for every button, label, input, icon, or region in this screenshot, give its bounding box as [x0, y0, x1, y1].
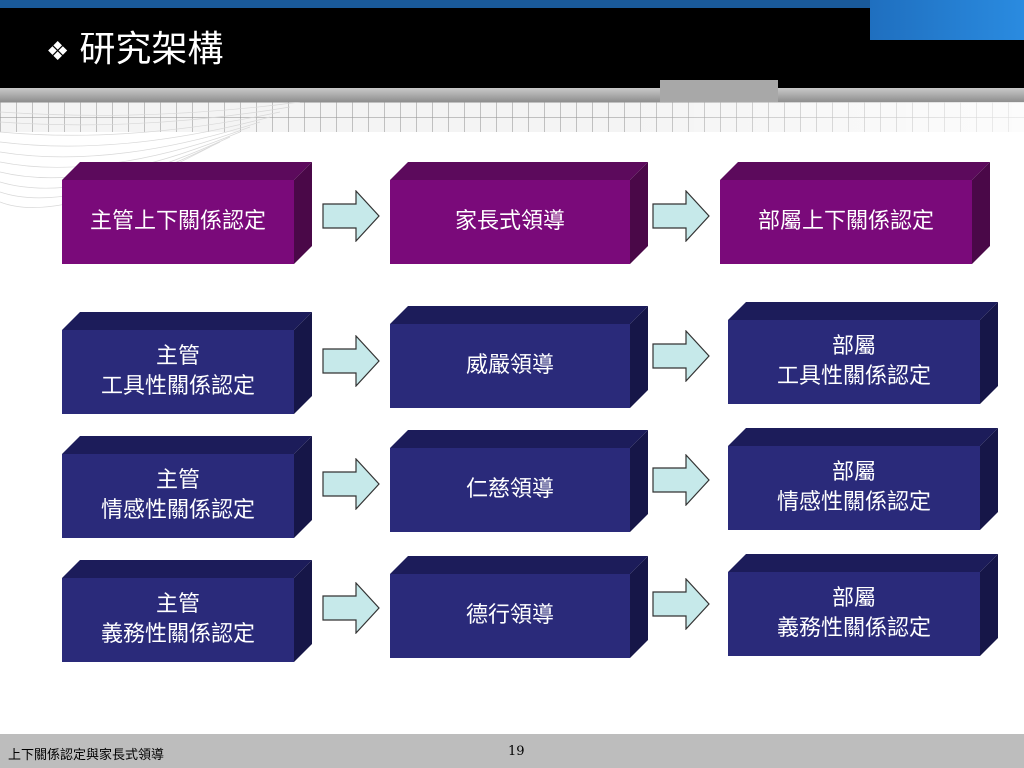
- slide-title-text: 研究架構: [79, 29, 224, 70]
- box-label-line: 部屬上下關係認定: [757, 209, 934, 234]
- box-label-line: 主管: [155, 344, 200, 369]
- box-label-line: 情感性關係認定: [776, 490, 931, 515]
- box-overall-subordinate: 部屬上下關係認定: [720, 162, 990, 264]
- arrow-right-icon: [322, 458, 380, 510]
- box-label-line: 情感性關係認定: [100, 498, 255, 523]
- diamond-bullet-icon: ❖: [46, 37, 70, 67]
- box-label-line: 家長式領導: [454, 209, 565, 234]
- footer-text: 上下關係認定與家長式領導: [8, 748, 165, 763]
- box-obligatory-subordinate: 部屬義務性關係認定: [728, 554, 998, 656]
- header-gray-strip: [0, 88, 1024, 102]
- title-bar-right: [870, 40, 1024, 88]
- box-affective-leadership: 仁慈領導: [390, 430, 648, 532]
- box-label: 部屬工具性關係認定: [728, 320, 980, 404]
- box-instrumental-leadership: 威嚴領導: [390, 306, 648, 408]
- box-instrumental-supervisor: 主管工具性關係認定: [62, 312, 312, 414]
- box-label: 威嚴領導: [390, 324, 630, 408]
- arrow-right-icon: [322, 190, 380, 242]
- box-label-line: 主管上下關係認定: [89, 209, 266, 234]
- box-label: 仁慈領導: [390, 448, 630, 532]
- box-label: 主管工具性關係認定: [62, 330, 294, 414]
- box-label: 主管義務性關係認定: [62, 578, 294, 662]
- box-label: 主管上下關係認定: [62, 180, 294, 264]
- box-label-line: 德行領導: [465, 603, 554, 628]
- box-label-line: 義務性關係認定: [776, 616, 931, 641]
- header-blue-accent: [870, 0, 1024, 40]
- box-label-line: 主管: [155, 468, 200, 493]
- box-label: 部屬情感性關係認定: [728, 446, 980, 530]
- page-number: 19: [508, 744, 525, 759]
- box-label: 部屬上下關係認定: [720, 180, 972, 264]
- title-bar-step: [700, 22, 870, 88]
- box-label-line: 主管: [155, 592, 200, 617]
- box-obligatory-supervisor: 主管義務性關係認定: [62, 560, 312, 662]
- box-instrumental-subordinate: 部屬工具性關係認定: [728, 302, 998, 404]
- arrow-right-icon: [652, 190, 710, 242]
- box-label: 德行領導: [390, 574, 630, 658]
- box-label-line: 仁慈領導: [465, 477, 554, 502]
- box-affective-subordinate: 部屬情感性關係認定: [728, 428, 998, 530]
- box-obligatory-leadership: 德行領導: [390, 556, 648, 658]
- arrow-right-icon: [652, 578, 710, 630]
- slide-title: ❖ 研究架構: [46, 24, 223, 78]
- arrow-right-icon: [652, 330, 710, 382]
- arrow-right-icon: [322, 582, 380, 634]
- box-label: 部屬義務性關係認定: [728, 572, 980, 656]
- box-overall-leadership: 家長式領導: [390, 162, 648, 264]
- box-label: 家長式領導: [390, 180, 630, 264]
- arrow-right-icon: [322, 335, 380, 387]
- box-label-line: 威嚴領導: [465, 353, 554, 378]
- footer-bar: [0, 734, 1024, 768]
- arrow-right-icon: [652, 454, 710, 506]
- box-label-line: 部屬: [831, 460, 876, 485]
- box-overall-supervisor: 主管上下關係認定: [62, 162, 312, 264]
- header-gray-block: [660, 80, 778, 102]
- box-affective-supervisor: 主管情感性關係認定: [62, 436, 312, 538]
- box-label-line: 工具性關係認定: [100, 374, 255, 399]
- box-label-line: 部屬: [831, 586, 876, 611]
- header-grid-fade: [0, 102, 1024, 132]
- box-label-line: 工具性關係認定: [776, 364, 931, 389]
- box-label-line: 義務性關係認定: [100, 622, 255, 647]
- box-label: 主管情感性關係認定: [62, 454, 294, 538]
- box-label-line: 部屬: [831, 334, 876, 359]
